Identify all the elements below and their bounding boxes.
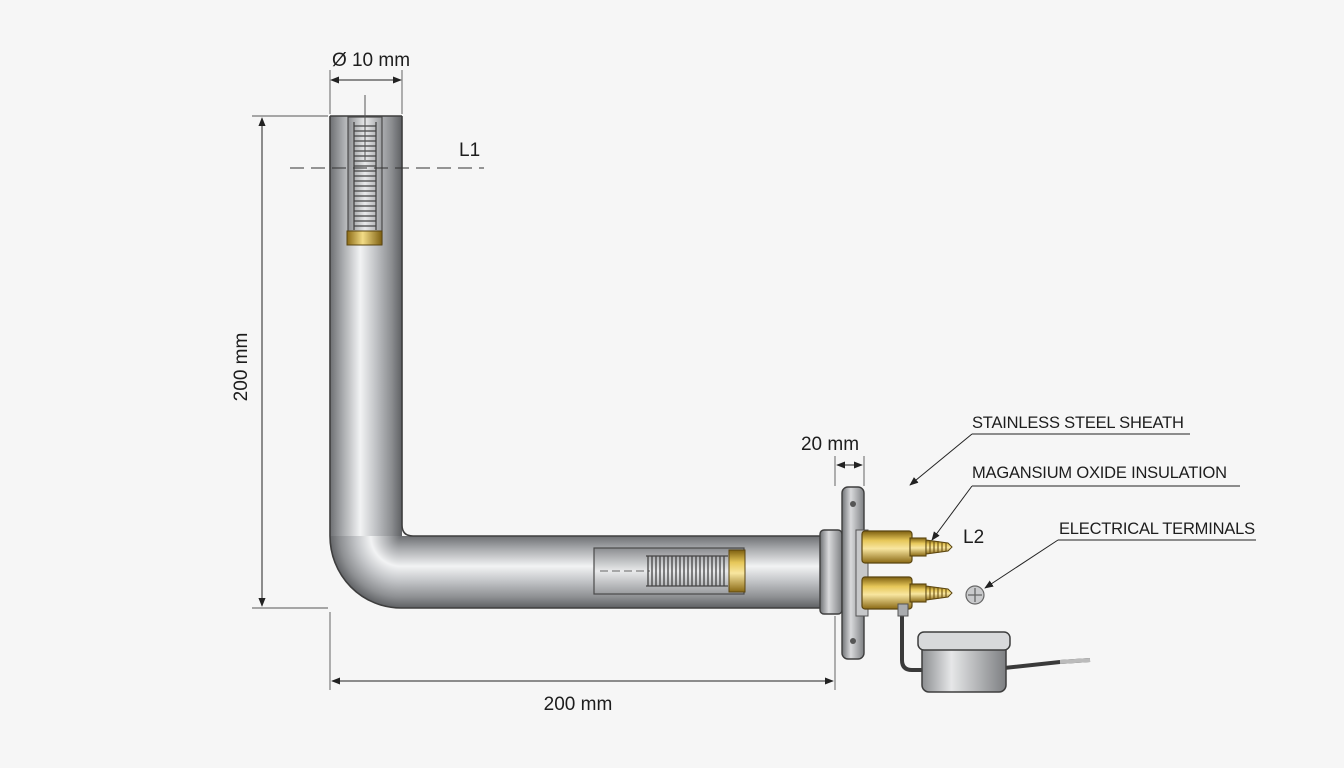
horizontal-cutaway-coil [593, 547, 746, 595]
l1-reference: L1 [290, 140, 484, 169]
flange-width-dimension: 20 mm [801, 434, 865, 486]
electrical-terminals [861, 530, 985, 610]
elbow-bend [330, 536, 401, 608]
mounting-flange [819, 486, 869, 660]
callout-terminals-label: ELECTRICAL TERMINALS [1059, 520, 1255, 538]
callout-insulation: MAGANSIUM OXIDE INSULATION [931, 464, 1240, 541]
flange-width-label: 20 mm [801, 434, 859, 455]
vertical-length-dimension: 200 mm [231, 115, 328, 609]
l2-label: L2 [963, 527, 984, 548]
vertical-end-cap [346, 230, 383, 246]
terminal-lower [861, 576, 953, 610]
junction-box [917, 631, 1011, 693]
callout-sheath-label: STAINLESS STEEL SHEATH [972, 414, 1184, 432]
horizontal-length-dimension: 200 mm [329, 612, 836, 715]
vertical-cutaway-coil [346, 95, 383, 246]
callout-sheath: STAINLESS STEEL SHEATH [909, 414, 1190, 486]
horizontal-end-cap [728, 549, 746, 593]
diameter-label: Ø 10 mm [332, 50, 410, 71]
l1-label: L1 [459, 140, 480, 161]
terminal-upper [861, 530, 953, 564]
diameter-dimension: Ø 10 mm [329, 50, 410, 114]
vertical-length-label: 200 mm [231, 333, 252, 402]
callout-insulation-label: MAGANSIUM OXIDE INSULATION [972, 464, 1227, 482]
callout-terminals: ELECTRICAL TERMINALS [984, 520, 1256, 589]
terminal-screw-icon [965, 585, 985, 605]
horizontal-length-label: 200 mm [544, 694, 613, 715]
power-cable [897, 603, 1091, 672]
sheath-tube [329, 115, 823, 609]
